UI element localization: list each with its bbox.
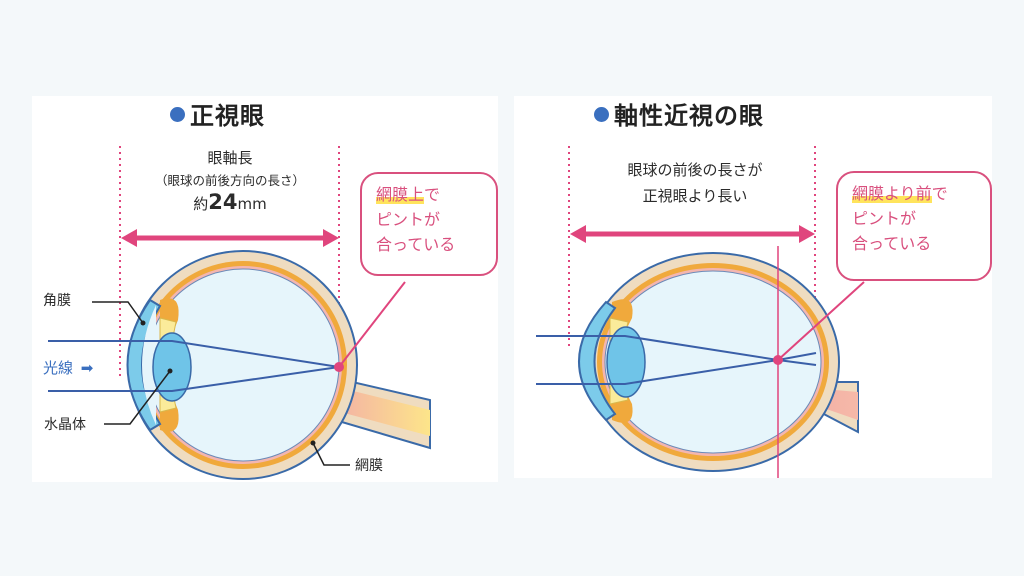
callout-highlight: 網膜上 (376, 185, 425, 204)
normal-eye-title: 正視眼 (170, 96, 265, 131)
length-unit: mm (237, 195, 267, 213)
focus-before-retina-callout: 網膜より前で ピントが 合っている (836, 171, 992, 281)
cornea-leader (92, 301, 144, 324)
callout-line2: ピントが (376, 210, 441, 229)
callout-pointer (777, 281, 865, 361)
length-prefix: 約 (193, 195, 209, 213)
optic-nerve (333, 386, 430, 436)
axial-length-sub: （眼球の前後方向の長さ） (154, 173, 305, 188)
lens-leader (104, 370, 171, 425)
callout-highlight: 網膜より前 (852, 184, 932, 203)
right-arrow-icon: ➡ (80, 359, 94, 377)
bullet-dot-icon (170, 107, 185, 122)
vitreous-body (604, 270, 822, 454)
axial-length-double-arrow-icon (121, 229, 339, 247)
callout-line2: ピントが (852, 209, 917, 228)
light-rays (48, 340, 340, 392)
callout-line3: 合っている (852, 234, 932, 253)
eyeball-length-double-arrow-icon (570, 225, 815, 243)
myopia-desc-line2: 正視眼より長い (642, 187, 748, 205)
callout-line1-rest: で (424, 185, 441, 204)
myopic-eye-illustration (536, 146, 865, 478)
cornea-label: 角膜 (43, 293, 71, 309)
myopia-eye-title-text: 軸性近視の眼 (614, 102, 764, 130)
lens-label: 水晶体 (44, 417, 86, 433)
crystalline-lens (152, 332, 192, 402)
callout-line3: 合っている (376, 235, 456, 254)
focus-on-retina-callout: 網膜上で ピントが 合っている (360, 172, 498, 276)
myopia-description: 眼球の前後の長さが 正視眼より長い (580, 157, 810, 209)
axial-length-caption: 眼軸長 （眼球の前後方向の長さ） 約24mm (120, 147, 340, 214)
normal-eye-title-text: 正視眼 (190, 102, 265, 130)
myopia-eye-title: 軸性近視の眼 (594, 96, 764, 131)
callout-line1-rest: で (931, 184, 948, 203)
myopia-desc-line1: 眼球の前後の長さが (627, 161, 763, 179)
retina-leader (312, 442, 350, 466)
retina-label: 網膜 (355, 458, 383, 474)
axial-length-value: 約24mm (120, 190, 340, 214)
light-ray-text: 光線 (43, 359, 74, 377)
light-rays (536, 335, 817, 385)
crystalline-lens (606, 326, 646, 398)
length-number: 24 (208, 190, 238, 214)
bullet-dot-icon (594, 107, 609, 122)
callout-pointer (338, 281, 406, 368)
axial-length-label: 眼軸長 (207, 149, 253, 167)
normal-eye-illustration (48, 146, 431, 480)
light-ray-label: 光線 ➡ (43, 357, 93, 378)
